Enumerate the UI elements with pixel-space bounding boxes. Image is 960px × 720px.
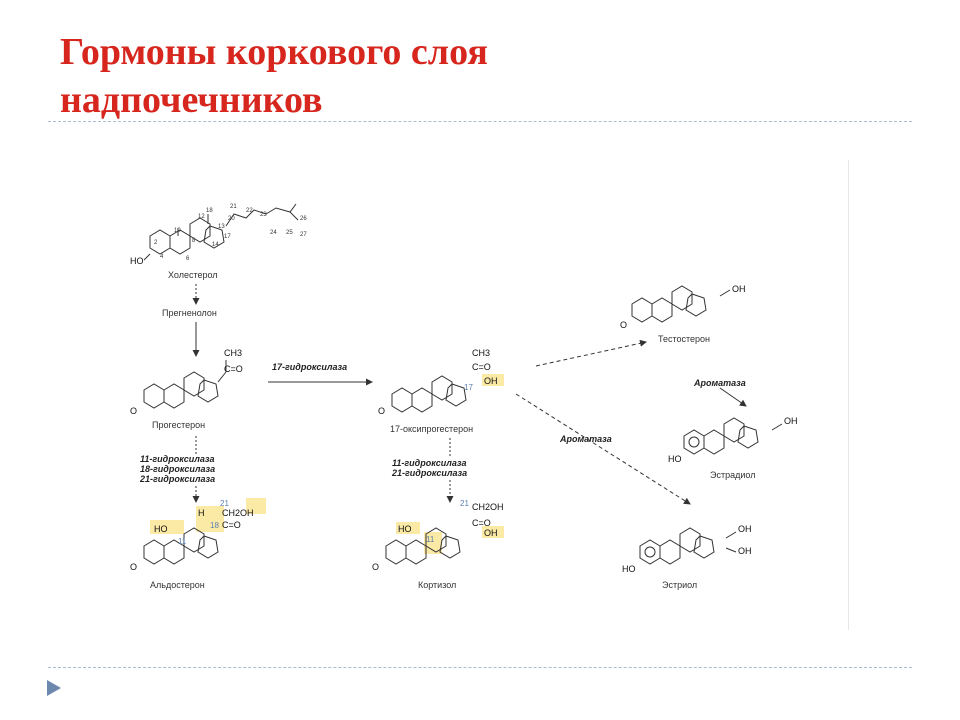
svg-text:26: 26 [300, 216, 307, 222]
enzyme-18-hydroxylase-left: 18-гидроксилаза [140, 464, 215, 474]
svg-text:13: 13 [218, 224, 225, 230]
cholesterol-label: Холестерол [168, 270, 218, 280]
svg-text:21: 21 [220, 499, 229, 508]
oxyprogesterone-label: 17-оксипрогестерон [390, 424, 473, 434]
estriol-label: Эстриол [662, 580, 697, 590]
enzyme-aromatase-top: Ароматаза [693, 378, 746, 388]
svg-text:24: 24 [270, 230, 277, 236]
svg-text:HO: HO [398, 524, 412, 534]
oxyprogesterone-structure: CH3 C=O OH 17 O 17-оксипрогестерон [378, 348, 504, 434]
enzyme-21-hydroxylase-mid: 21-гидроксилаза [391, 468, 467, 478]
svg-text:2: 2 [154, 240, 158, 246]
svg-text:CH2OH: CH2OH [472, 502, 504, 512]
estradiol-label: Эстрадиол [710, 470, 755, 480]
page-title: Гормоны коркового слоя надпочечников [60, 28, 900, 124]
svg-text:17: 17 [224, 234, 231, 240]
svg-text:4: 4 [160, 254, 164, 260]
testosterone-structure: OH O Тестостерон [620, 284, 746, 344]
pregnenolone-label: Прегненолон [162, 308, 217, 318]
svg-text:11: 11 [178, 537, 187, 546]
svg-text:6: 6 [186, 256, 190, 262]
svg-text:14: 14 [212, 242, 219, 248]
cholesterol-ho: HO [130, 256, 144, 266]
cortisol-structure: HO 11 21 CH2OH C=O OH O Кортизол [372, 499, 504, 590]
svg-text:10: 10 [174, 228, 181, 234]
progesterone-structure: CH3 C=O O Прогестерон [130, 348, 243, 430]
svg-text:CH3: CH3 [224, 348, 242, 358]
svg-text:C=O: C=O [472, 362, 491, 372]
cortisol-label: Кортизол [418, 580, 456, 590]
svg-text:8: 8 [192, 238, 196, 244]
top-divider [48, 121, 912, 122]
svg-text:O: O [378, 406, 385, 416]
enzyme-11-hydroxylase-mid: 11-гидроксилаза [392, 458, 466, 468]
svg-text:21: 21 [230, 204, 237, 210]
enzyme-11-hydroxylase-left: 11-гидроксилаза [140, 454, 214, 464]
enzyme-17-hydroxylase: 17-гидроксилаза [272, 362, 347, 372]
svg-text:C=O: C=O [222, 520, 241, 530]
svg-text:21: 21 [460, 499, 469, 508]
svg-text:23: 23 [260, 212, 267, 218]
enzyme-aromatase-diagonal: Ароматаза [559, 434, 612, 444]
svg-text:22: 22 [246, 208, 253, 214]
svg-text:11: 11 [426, 535, 435, 544]
estradiol-structure: OH HO Эстрадиол [668, 416, 798, 480]
svg-text:C=O: C=O [472, 518, 491, 528]
svg-text:OH: OH [484, 376, 498, 386]
svg-text:C=O: C=O [224, 364, 243, 374]
diagram-edge [848, 160, 849, 630]
svg-text:OH: OH [784, 416, 798, 426]
cholesterol-structure: HO 10 12 18 13 14 17 20 21 22 23 24 25 2… [130, 203, 307, 280]
svg-text:O: O [372, 562, 379, 572]
aldosterone-structure: HO H 18 11 21 CH2OH C=O O Альдостерон [130, 498, 266, 590]
svg-text:OH: OH [484, 528, 498, 538]
svg-text:HO: HO [668, 454, 682, 464]
svg-text:O: O [130, 406, 137, 416]
svg-text:OH: OH [738, 546, 752, 556]
svg-text:25: 25 [286, 230, 293, 236]
svg-text:H: H [198, 508, 205, 518]
triangle-right-icon[interactable] [46, 679, 62, 697]
svg-text:17: 17 [464, 383, 473, 392]
aldosterone-label: Альдостерон [150, 580, 205, 590]
svg-text:27: 27 [300, 232, 307, 238]
svg-text:O: O [130, 562, 137, 572]
testosterone-label: Тестостерон [658, 334, 710, 344]
svg-text:CH3: CH3 [472, 348, 490, 358]
steroid-pathway-diagram: HO 10 12 18 13 14 17 20 21 22 23 24 25 2… [120, 160, 860, 630]
page-title-line-2: надпочечников [60, 79, 323, 121]
svg-text:OH: OH [732, 284, 746, 294]
svg-text:HO: HO [154, 524, 168, 534]
page-title-line-1: Гормоны коркового слоя [60, 31, 488, 73]
svg-text:18: 18 [206, 208, 213, 214]
svg-text:18: 18 [210, 521, 219, 530]
svg-text:20: 20 [228, 216, 235, 222]
svg-text:OH: OH [738, 524, 752, 534]
enzyme-21-hydroxylase-left: 21-гидроксилаза [139, 474, 215, 484]
bottom-divider [48, 667, 912, 668]
svg-text:O: O [620, 320, 627, 330]
estriol-structure: OH OH HO Эстриол [622, 524, 752, 590]
svg-text:CH2OH: CH2OH [222, 508, 254, 518]
progesterone-label: Прогестерон [152, 420, 205, 430]
svg-text:HO: HO [622, 564, 636, 574]
svg-text:12: 12 [198, 214, 205, 220]
